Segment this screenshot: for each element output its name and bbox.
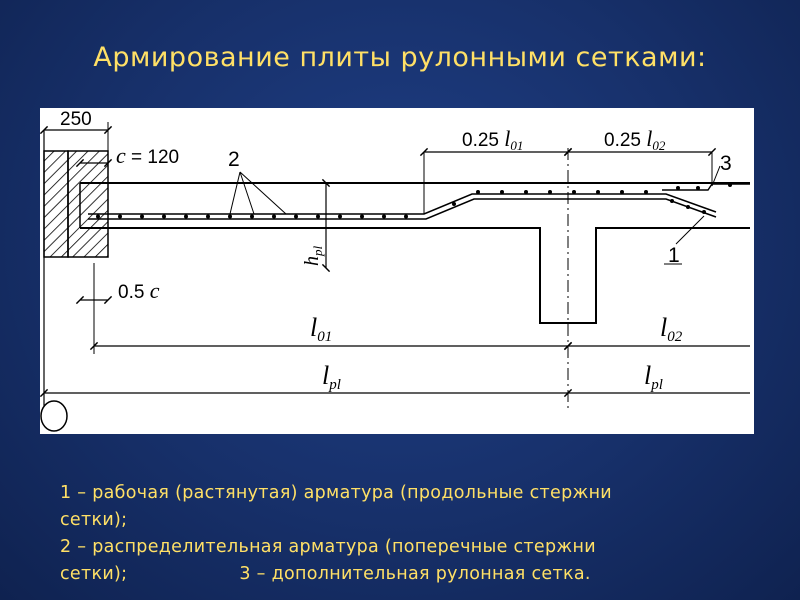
legend-line-4b: 3 – дополнительная рулонная сетка. xyxy=(239,564,591,584)
dim-quarter-l01: 0.25 l01 xyxy=(462,126,523,153)
callout-3: 3 xyxy=(720,152,732,175)
label-span-lpl-right: lpl xyxy=(644,361,663,393)
axis-marker xyxy=(40,400,68,432)
reinforcement-diagram: 250 c = 120 0.5 c hpl 0.25 l01 0.25 l02 … xyxy=(40,108,754,434)
dim-wall-width: 250 xyxy=(60,109,92,130)
legend-line-4: сетки); 3 – дополнительная рулонная сетка… xyxy=(60,561,780,588)
diagram-svg: 250 c = 120 0.5 c hpl 0.25 l01 0.25 l02 … xyxy=(40,109,750,432)
dim-support-c: c = 120 xyxy=(116,143,179,168)
callout-1: 1 xyxy=(668,244,680,267)
legend: 1 – рабочая (растянутая) арматура (продо… xyxy=(60,480,780,588)
wall-support xyxy=(67,150,109,258)
legend-line-3: 2 – распределительная арматура (поперечн… xyxy=(60,537,596,557)
dim-half-c: 0.5 c xyxy=(118,278,160,303)
label-span-l02: l02 xyxy=(660,313,683,345)
rebar-mesh-main xyxy=(88,193,717,220)
label-slab-height: hpl xyxy=(301,246,325,267)
label-span-l01: l01 xyxy=(310,313,332,345)
legend-line-1: 1 – рабочая (растянутая) арматура (продо… xyxy=(60,483,612,503)
label-span-lpl-left: lpl xyxy=(322,361,341,393)
callout-2-leaders xyxy=(229,171,287,215)
wall-section xyxy=(43,150,69,258)
callout-2: 2 xyxy=(228,148,240,171)
legend-line-2: сетки); xyxy=(60,510,128,530)
rebar-mesh-additional xyxy=(662,183,750,191)
legend-line-4a: сетки); xyxy=(60,564,128,584)
dim-quarter-l02: 0.25 l02 xyxy=(604,126,666,153)
rebar-dots xyxy=(96,183,732,219)
slab-outline xyxy=(80,182,750,324)
slide-title: Армирование плиты рулонными сетками: xyxy=(93,42,707,73)
